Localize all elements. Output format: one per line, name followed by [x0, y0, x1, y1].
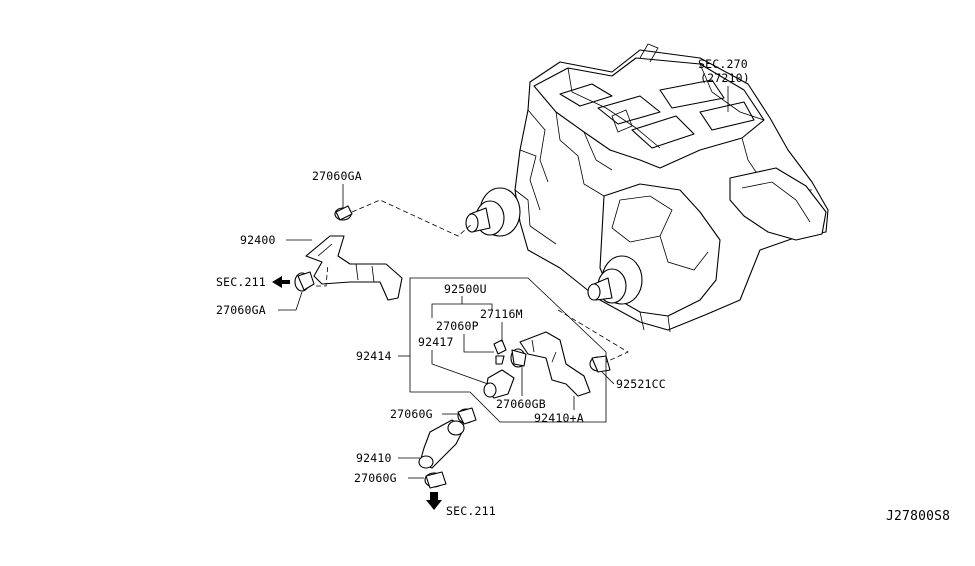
label-27060gb: 27060GB [496, 397, 546, 411]
diagram-code: J27800S8 [886, 509, 950, 524]
clamp-27060ga-bottom-illustration [294, 271, 315, 292]
label-92410: 92410 [356, 451, 392, 465]
heater-unit-illustration [465, 43, 829, 333]
label-92500u: 92500U [444, 282, 487, 296]
label-sec270: SEC.270 [698, 57, 748, 71]
label-27116m: 27116M [480, 307, 523, 321]
clamp-92521cc-illustration [589, 355, 611, 373]
label-sec211-bottom: SEC.211 [446, 504, 496, 518]
label-27060g-bottom: 27060G [354, 471, 397, 485]
label-27060ga-bottom: 27060GA [216, 303, 266, 317]
hose-92410-illustration [418, 419, 465, 469]
label-92521cc: 92521CC [616, 377, 666, 391]
label-27060g-top: 27060G [390, 407, 433, 421]
label-27210: (27210) [700, 71, 750, 85]
arrow-left-icon [272, 276, 290, 288]
label-27060p: 27060P [436, 319, 479, 333]
label-92410a: 92410+A [534, 411, 584, 425]
label-92417: 92417 [418, 335, 454, 349]
leader-lines [278, 86, 729, 479]
clamp-27060g-bottom-illustration [424, 471, 447, 489]
group-92414-illustration [483, 331, 591, 399]
clamp-27060g-top-illustration [457, 407, 477, 425]
clamp-27060ga-top-illustration [334, 205, 353, 221]
label-92414: 92414 [356, 349, 392, 363]
arrow-down-icon [426, 492, 442, 510]
hose-92400-illustration [305, 235, 403, 301]
label-sec211-left: SEC.211 [216, 275, 266, 289]
label-27060ga-top: 27060GA [312, 169, 362, 183]
label-92400: 92400 [240, 233, 276, 247]
